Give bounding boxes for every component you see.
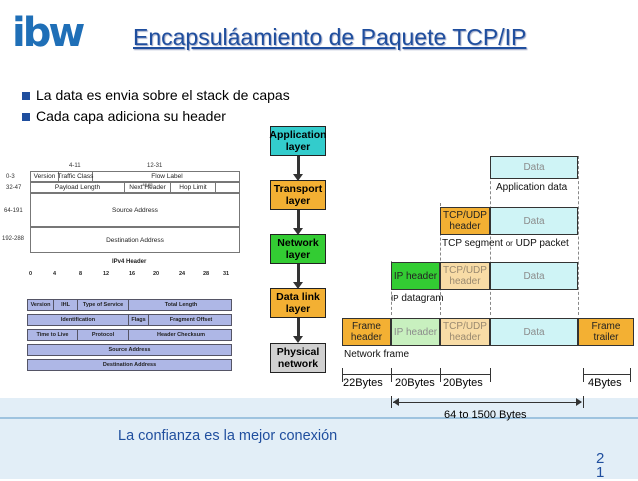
ipv4-row: Source Address xyxy=(27,344,232,356)
caption-network-frame: Network frame xyxy=(344,349,410,360)
down-arrow-icon xyxy=(293,318,303,343)
ipv6-row: Destination Address xyxy=(30,227,240,253)
bytes-label: 22Bytes xyxy=(343,377,383,389)
arrow-right-icon xyxy=(576,398,582,406)
guide-line xyxy=(490,156,491,315)
bytes-label: 20Bytes xyxy=(395,377,435,389)
slide-title: Encapsuláamiento de Paquete TCP/IP xyxy=(133,24,527,50)
row-label: 192-288 xyxy=(2,236,25,242)
ipv6-header-diagram: 4-11 12-31 0-3 Version Traffic Class Flo… xyxy=(2,158,250,256)
ipv4-row: Identification Flags Fragment Offset xyxy=(27,314,232,326)
down-arrow-icon xyxy=(293,156,303,181)
ipv6-row: Source Address xyxy=(30,193,240,227)
bullet-item: La data es envia sobre el stack de capas xyxy=(22,85,290,106)
row-label: 32-47 xyxy=(6,185,22,191)
bullet-square-icon xyxy=(22,91,30,100)
frame-data-box: Data xyxy=(490,318,578,346)
footer-band xyxy=(0,398,638,479)
ipv4-title: IPv4 Header xyxy=(112,259,147,265)
ip-header-box: IP header xyxy=(391,262,440,290)
ipv4-row: Time to Live Protocol Header Checksum xyxy=(27,329,232,341)
guide-line xyxy=(440,203,441,315)
frame-ip-header-box: IP header xyxy=(391,318,440,346)
caption-ip-datagram: IP datagram xyxy=(391,293,444,304)
bullet-item: Cada capa adiciona su header xyxy=(22,106,290,127)
caption-tcp-segment: TCP segment or UDP packet xyxy=(442,238,569,249)
frame-trailer-box: Frame trailer xyxy=(578,318,634,346)
bullet-list: La data es envia sobre el stack de capas… xyxy=(22,85,290,127)
tcp-udp-header-box: TCP/UDP header xyxy=(440,207,490,235)
footer-divider xyxy=(0,417,638,419)
range-arrow xyxy=(393,402,581,403)
segment-data-box: Data xyxy=(490,207,578,235)
bit-label: 12-31 xyxy=(147,163,163,169)
down-arrow-icon xyxy=(293,210,303,235)
ipv6-row: Version Traffic Class Flow Label xyxy=(30,171,240,182)
row-label: 0-3 xyxy=(6,174,15,180)
bit-row: 0 4 8 12 16 20 24 28 31 xyxy=(29,271,230,277)
frame-tcp-header-box: TCP/UDP header xyxy=(440,318,490,346)
layer-application: Application layer xyxy=(269,126,327,156)
layer-transport: Transport layer xyxy=(270,180,326,210)
bullet-square-icon xyxy=(22,112,30,121)
ipv4-row: Version IHL Type of Service Total Length xyxy=(27,299,232,311)
arrow-left-icon xyxy=(393,398,399,406)
application-data-box: Data xyxy=(490,156,578,179)
layer-network: Network layer xyxy=(270,234,326,264)
ibw-logo: ibw xyxy=(12,10,85,56)
footer-slogan: La confianza es la mejor conexión xyxy=(118,428,338,444)
range-label: 64 to 1500 Bytes xyxy=(444,409,527,421)
ipv4-row: Destination Address xyxy=(27,359,232,371)
guide-line xyxy=(578,156,579,315)
bytes-label: 20Bytes xyxy=(443,377,483,389)
datagram-data-box: Data xyxy=(490,262,578,290)
layer-data-link: Data link layer xyxy=(270,288,326,318)
datagram-tcp-header-box: TCP/UDP header xyxy=(440,262,490,290)
row-label: 64-191 xyxy=(4,208,23,214)
bit-label: 4-11 xyxy=(69,163,81,169)
down-arrow-icon xyxy=(293,264,303,289)
caption-application-data: Application data xyxy=(496,182,568,193)
bytes-label: 4Bytes xyxy=(588,377,622,389)
layer-physical: Physical network xyxy=(270,343,326,373)
frame-header-box: Frame header xyxy=(342,318,391,346)
